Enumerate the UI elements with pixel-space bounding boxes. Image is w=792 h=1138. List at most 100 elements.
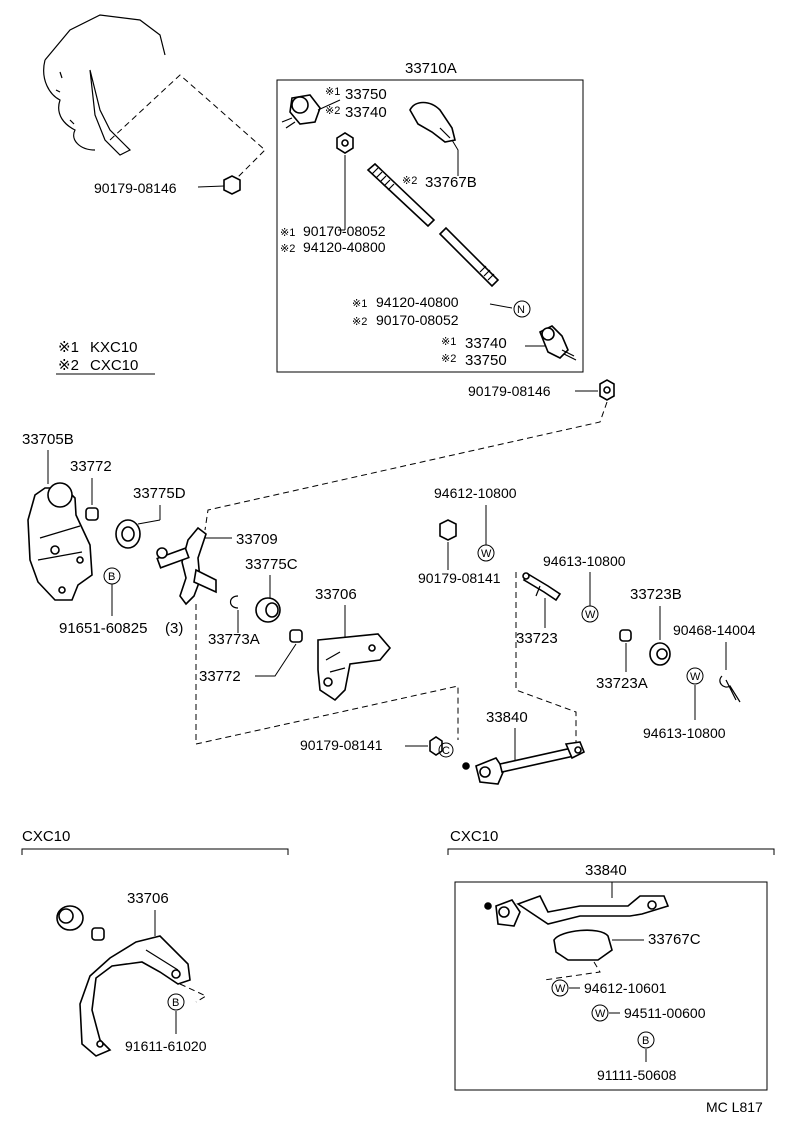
label-cxc10-right: CXC10: [450, 828, 498, 845]
label-90170-08052-a: 90170-08052: [303, 223, 386, 239]
label-91611-61020: 91611-61020: [125, 1038, 207, 1054]
label-91651-60825: 91651-60825: [59, 620, 147, 637]
label-90170-08052-b: 90170-08052: [376, 312, 459, 328]
mark-2-a: ※2: [325, 105, 340, 117]
assembly-label: 33710A: [405, 60, 457, 77]
symbol-w-e: W: [595, 1008, 606, 1020]
leader-housing-to-assembly: [109, 74, 266, 186]
cover-33767B: [409, 101, 456, 143]
label-94120-40800-a: 94120-40800: [303, 239, 386, 255]
cover-leader: [543, 961, 601, 981]
linkage-33840: [462, 741, 586, 785]
symbol-c-circle: [438, 742, 454, 758]
label-94612-10601: 94612-10601: [584, 980, 667, 996]
label-33840: 33840: [486, 709, 528, 726]
bushing-33772-b: [289, 629, 303, 643]
symbol-w-circle-e: [591, 1004, 609, 1022]
mark-2-c: ※2: [280, 243, 295, 255]
label-33740-top: 33740: [345, 104, 387, 121]
nut-90179-08146-bottom: [599, 379, 615, 401]
symbol-b-circle-c: [637, 1031, 655, 1049]
transmission-housing-sketch: [43, 14, 166, 156]
symbol-n-circle: [513, 300, 531, 318]
linkage-33840-cxc: [484, 895, 670, 927]
assembly-box-33710A: [276, 79, 584, 373]
label-94612-10800: 94612-10800: [434, 485, 517, 501]
label-90179-08146-top: 90179-08146: [94, 180, 177, 196]
ball-joint-bottom: [538, 325, 577, 361]
symbol-w-d: W: [555, 983, 566, 995]
label-33772-a: 33772: [70, 458, 112, 475]
cxc10-left-bracket-line: [21, 848, 289, 855]
label-94613-10800-a: 94613-10800: [543, 553, 626, 569]
symbol-w-circle-b: [581, 605, 599, 623]
leader-nut-to-lever: [204, 401, 608, 531]
bracket-33705B: [27, 482, 93, 601]
mark-2-e: ※2: [441, 353, 456, 365]
label-90179-08141-a: 90179-08141: [418, 570, 501, 586]
bushing-33775D: [115, 519, 141, 549]
label-90179-08146-bottom: 90179-08146: [468, 383, 551, 399]
nut-90179-08141-a: [439, 519, 457, 541]
pin-33723: [522, 572, 562, 602]
symbol-b-circle-b: [167, 993, 185, 1011]
bracket-33706: [317, 633, 392, 702]
symbol-b-a: B: [108, 571, 115, 583]
label-33706: 33706: [315, 586, 357, 603]
label-33705B: 33705B: [22, 431, 74, 448]
symbol-w-circle-d: [551, 979, 569, 997]
symbol-c: C: [442, 745, 450, 757]
mark-1-b: ※1: [280, 227, 295, 239]
assembly-box-33840-cxc: [454, 881, 768, 1091]
label-91111-50608: 91111-50608: [597, 1067, 677, 1083]
legend: ※1 KXC10 ※2 CXC10: [56, 339, 155, 375]
label-cxc10-left: CXC10: [22, 828, 70, 845]
mark-1-d: ※1: [441, 336, 456, 348]
clip-33773A: [229, 595, 239, 609]
label-33772-b: 33772: [199, 668, 241, 685]
bushing-33772-a: [85, 507, 99, 521]
cxc10-right-bracket-line: [447, 848, 775, 855]
bushing-33723A: [619, 629, 632, 642]
bushing-33723B: [649, 642, 671, 666]
symbol-w-b: W: [585, 609, 596, 621]
cover-33767C: [553, 929, 613, 961]
nut-90179-08146-top: [223, 175, 241, 195]
label-90179-08141-b: 90179-08141: [300, 737, 383, 753]
label-33840-cxc: 33840: [585, 862, 627, 879]
legend-mark-1: ※1: [58, 339, 79, 356]
leader-lever-to-linkage: [195, 604, 459, 745]
legend-mark-2: ※2: [58, 357, 79, 374]
mark-2-b: ※2: [402, 175, 417, 187]
label-94613-10800-b: 94613-10800: [643, 725, 726, 741]
label-33706-cxc: 33706: [127, 890, 169, 907]
symbol-w-a: W: [481, 548, 492, 560]
bushing-33775C: [255, 597, 281, 623]
legend-cxc10: CXC10: [90, 357, 138, 374]
legend-kxc10: KXC10: [90, 339, 138, 356]
label-91651-qty: (3): [165, 620, 183, 637]
bracket-33706-cxc: [79, 935, 191, 1057]
diagram-code: MC L817: [706, 1099, 763, 1115]
label-33767C: 33767C: [648, 931, 701, 948]
nut-top: [336, 132, 354, 154]
label-33723: 33723: [516, 630, 558, 647]
label-33773A: 33773A: [208, 631, 260, 648]
symbol-b-circle-a: [103, 567, 121, 585]
lever-33709: [156, 526, 217, 606]
label-33723A: 33723A: [596, 675, 648, 692]
label-33775C: 33775C: [245, 556, 298, 573]
mark-1-a: ※1: [325, 86, 340, 98]
label-90468-14004: 90468-14004: [673, 622, 756, 638]
mark-2-d: ※2: [352, 316, 367, 328]
cotter-pin: [719, 675, 741, 703]
label-33723B: 33723B: [630, 586, 682, 603]
label-33767B: 33767B: [425, 174, 477, 191]
label-33750-bottom: 33750: [465, 352, 507, 369]
symbol-b-b: B: [172, 997, 179, 1009]
ball-joint-top: [281, 94, 321, 129]
symbol-n: N: [517, 304, 525, 316]
label-33750-top: 33750: [345, 86, 387, 103]
symbol-w-c: W: [690, 671, 701, 683]
